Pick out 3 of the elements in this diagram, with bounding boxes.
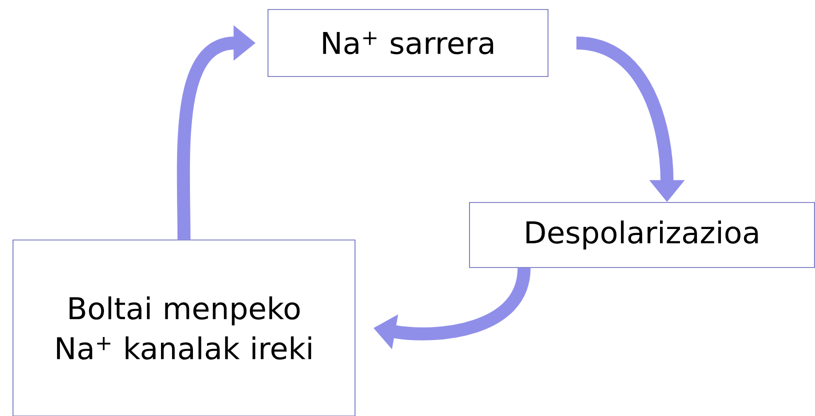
process-box: Despolarizazioa: [469, 202, 815, 268]
process-box: Boltai menpeko Na$^{+}$ kanalak ireki: [12, 240, 356, 416]
process-box: Na$^{+}$ sarrera: [268, 9, 548, 77]
